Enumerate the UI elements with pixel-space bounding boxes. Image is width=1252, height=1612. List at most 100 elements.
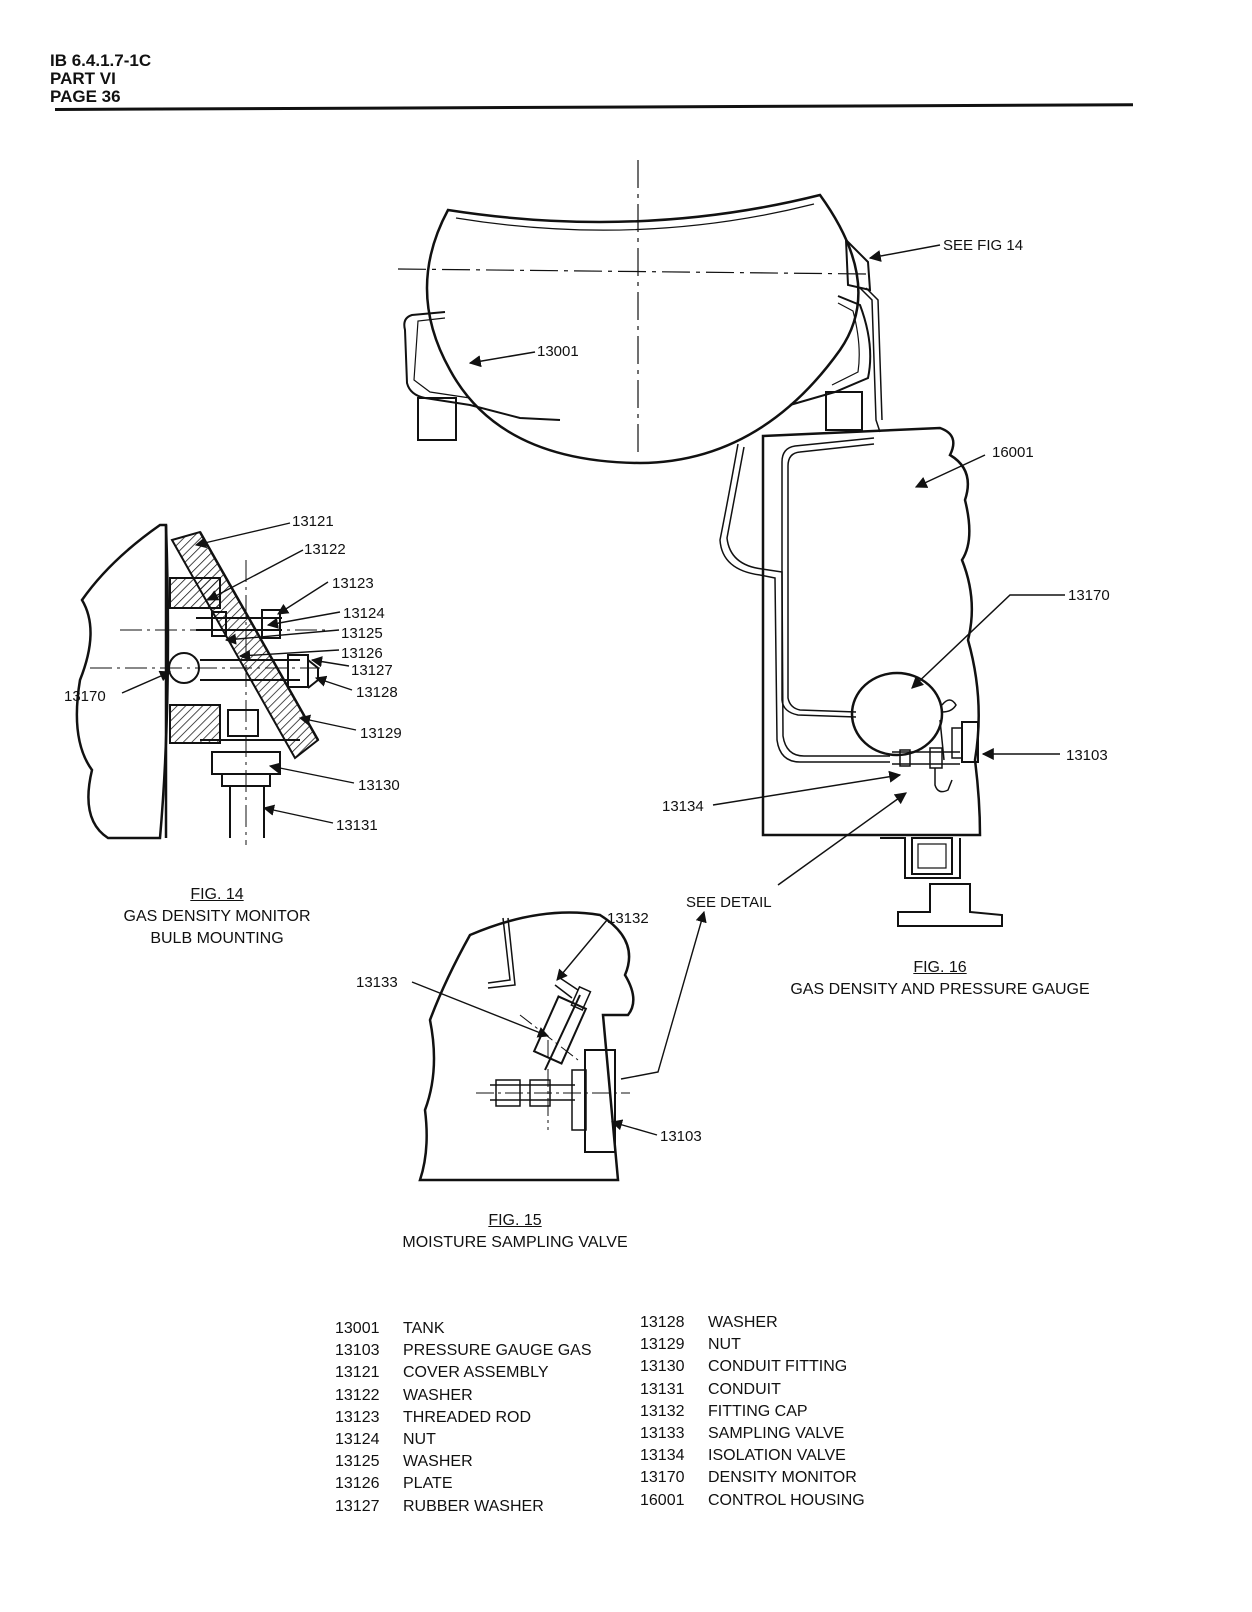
part-row: 13125 WASHER <box>335 1451 592 1473</box>
see-detail-label: SEE DETAIL <box>686 894 772 911</box>
density-monitor-bulb <box>850 671 944 757</box>
part-number: 13121 <box>335 1364 380 1382</box>
part-row: 13121 COVER ASSEMBLY <box>335 1362 592 1384</box>
part-row: 13001 TANK <box>335 1318 592 1340</box>
part-row: 13134 ISOLATION VALVE <box>640 1445 865 1467</box>
part-description: RUBBER WASHER <box>403 1497 544 1515</box>
fig16-number: FIG. 16 <box>913 959 967 976</box>
part-description: DENSITY MONITOR <box>708 1469 857 1487</box>
label-16001: 16001 <box>992 444 1034 461</box>
label-13126: 13126 <box>341 645 383 662</box>
part-description: NUT <box>708 1336 741 1354</box>
part-number: 13127 <box>335 1497 380 1515</box>
fig14-title-line2: BULB MOUNTING <box>150 930 284 947</box>
part-number: 13122 <box>335 1386 380 1404</box>
label-13123: 13123 <box>332 575 374 592</box>
document-id: IB 6.4.1.7-1C <box>50 51 152 70</box>
part-description: WASHER <box>708 1314 778 1331</box>
label-13103-fig15: 13103 <box>660 1128 702 1145</box>
fig16-title: GAS DENSITY AND PRESSURE GAUGE <box>790 981 1090 998</box>
part-number: 13126 <box>335 1475 380 1493</box>
part-row: 13103 PRESSURE GAUGE GAS <box>335 1340 592 1362</box>
label-13129: 13129 <box>360 725 402 742</box>
label-13122: 13122 <box>304 541 346 558</box>
fig14-caption: FIG. 14 GAS DENSITY MONITOR BULB MOUNTIN… <box>82 884 352 950</box>
fig15-drawing <box>418 911 635 1182</box>
part-description: FITTING CAP <box>708 1402 808 1420</box>
fig15-caption: FIG. 15 MOISTURE SAMPLING VALVE <box>365 1210 665 1254</box>
label-13134: 13134 <box>662 798 704 815</box>
fig16-leaders <box>468 244 1065 886</box>
fig15-number: FIG. 15 <box>488 1212 542 1229</box>
label-13132: 13132 <box>607 910 649 927</box>
part-row: 13126 PLATE <box>335 1473 592 1495</box>
label-13131: 13131 <box>336 817 378 834</box>
fig15-leaders <box>411 910 707 1136</box>
fig14-leaders <box>121 522 357 824</box>
part-description: SAMPLING VALVE <box>708 1425 845 1443</box>
part-number: 13001 <box>335 1320 380 1337</box>
fig14-drawing <box>75 523 330 845</box>
part-number: 13124 <box>335 1431 380 1449</box>
label-13125: 13125 <box>341 625 383 642</box>
label-13121: 13121 <box>292 513 334 530</box>
part-row: 13129 NUT <box>640 1334 865 1356</box>
part-number: 13131 <box>640 1380 685 1398</box>
part-number: 13132 <box>640 1402 685 1420</box>
part-row: 13124 NUT <box>335 1429 592 1451</box>
part-description: CONDUIT FITTING <box>708 1358 848 1376</box>
part-number: 13170 <box>640 1469 685 1487</box>
label-13127: 13127 <box>351 662 393 679</box>
part-number: 13123 <box>335 1408 380 1426</box>
fig14-title-line1: GAS DENSITY MONITOR <box>123 908 311 925</box>
part-description: TANK <box>403 1320 445 1337</box>
part-row: 16001 CONTROL HOUSING <box>640 1490 865 1512</box>
part-description: THREADED ROD <box>403 1408 532 1426</box>
part-description: WASHER <box>403 1386 473 1404</box>
part-row: 13170 DENSITY MONITOR <box>640 1467 865 1489</box>
part-row: 13131 CONDUIT <box>640 1379 865 1401</box>
part-number: 13103 <box>335 1342 380 1360</box>
part-description: NUT <box>403 1431 436 1449</box>
fig15-title: MOISTURE SAMPLING VALVE <box>402 1234 628 1251</box>
fig16-caption: FIG. 16 GAS DENSITY AND PRESSURE GAUGE <box>755 957 1125 1001</box>
part-number: 16001 <box>640 1491 685 1509</box>
see-fig-14-label: SEE FIG 14 <box>943 237 1023 254</box>
label-13170-fig16: 13170 <box>1068 587 1110 604</box>
parts-list-left: 13001 TANK 13103 PRESSURE GAUGE GAS 13121 COV… <box>335 1318 592 1518</box>
label-13001: 13001 <box>537 343 579 360</box>
part-number: 13130 <box>640 1358 685 1376</box>
part-label: PART VI <box>50 69 116 88</box>
part-description: WASHER <box>403 1453 473 1471</box>
label-13103-fig16: 13103 <box>1066 747 1108 764</box>
label-13130: 13130 <box>358 777 400 794</box>
part-number: 13125 <box>335 1453 380 1471</box>
part-row: 13133 SAMPLING VALVE <box>640 1423 865 1445</box>
part-row: 13123 THREADED ROD <box>335 1407 592 1429</box>
part-description: PRESSURE GAUGE GAS <box>403 1342 592 1360</box>
label-13124: 13124 <box>343 605 385 622</box>
label-13170-fig14: 13170 <box>64 688 106 705</box>
part-number: 13129 <box>640 1336 685 1354</box>
fig14-number: FIG. 14 <box>190 886 244 903</box>
tank-shell <box>425 193 860 465</box>
part-description: PLATE <box>403 1475 453 1493</box>
label-13133: 13133 <box>356 974 398 991</box>
part-row: 13130 CONDUIT FITTING <box>640 1356 865 1378</box>
part-row: 13132 FITTING CAP <box>640 1401 865 1423</box>
fig16-drawing <box>397 160 1003 927</box>
label-13128: 13128 <box>356 684 398 701</box>
part-row: 13127 RUBBER WASHER <box>335 1496 592 1518</box>
part-number: 13133 <box>640 1425 685 1443</box>
page-label: PAGE 36 <box>50 87 121 106</box>
part-description: COVER ASSEMBLY <box>403 1364 549 1382</box>
part-description: CONDUIT <box>708 1380 781 1398</box>
part-number: 13134 <box>640 1447 685 1465</box>
part-description: ISOLATION VALVE <box>708 1447 846 1465</box>
part-description: CONTROL HOUSING <box>708 1491 865 1509</box>
part-row: 13122 WASHER <box>335 1385 592 1407</box>
control-housing <box>761 426 982 837</box>
